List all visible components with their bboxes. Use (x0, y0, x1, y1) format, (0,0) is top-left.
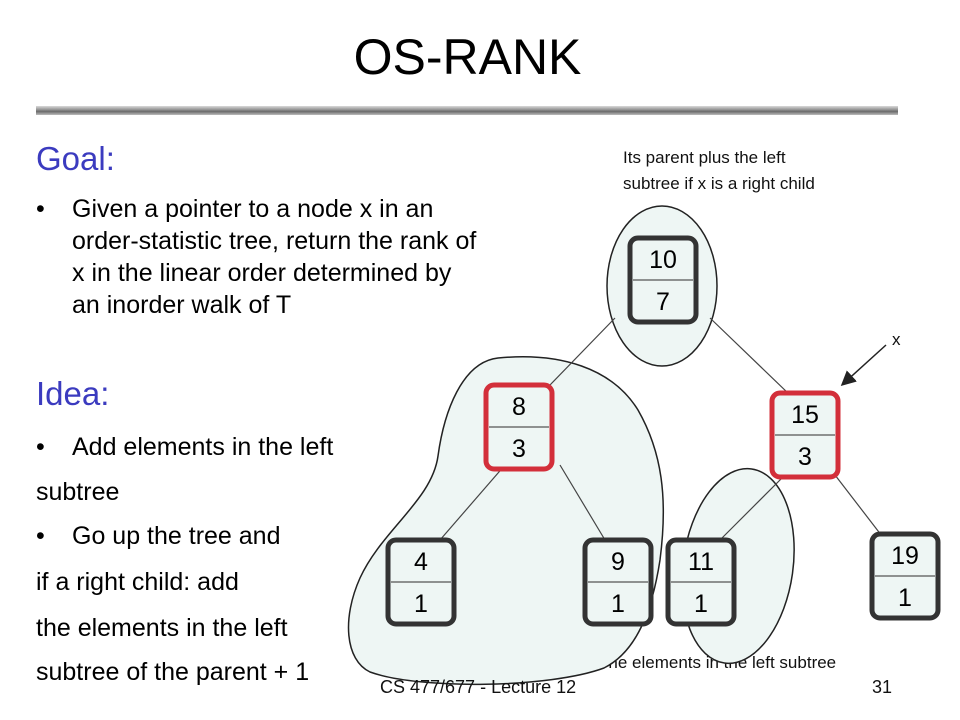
node-size: 1 (414, 590, 428, 618)
tree-node-4: 41 (385, 537, 457, 627)
tree-node-8: 83 (483, 382, 555, 472)
edge-15-11 (719, 474, 786, 541)
goal-heading: Goal: (36, 140, 115, 177)
node-key: 15 (791, 401, 819, 429)
node-key: 19 (891, 542, 919, 570)
idea-bullet-1-text: Add elements in the left (72, 433, 334, 461)
idea-line-elements: the elements in the left (36, 614, 288, 642)
edge-10-15 (709, 317, 791, 396)
idea-bullet-2-text: Go up the tree and (72, 522, 281, 550)
node-key: 8 (512, 393, 526, 421)
idea-heading: Idea: (36, 375, 110, 412)
goal-line-1: Given a pointer to a node x in an (72, 195, 434, 223)
tree-node-15: 15 3 (769, 390, 841, 480)
tree-node-19: 19 1 (869, 531, 941, 621)
idea-line-parent: subtree of the parent + 1 (36, 658, 310, 686)
edge-8-4 (439, 464, 506, 541)
node-size: 7 (656, 288, 670, 316)
idea-line-right-child: if a right child: add (36, 568, 239, 596)
node-size: 3 (798, 443, 812, 471)
goal-line-2: order-statistic tree, return the rank of (72, 227, 477, 255)
tree-node-11: 111 (665, 537, 737, 627)
slide-title: OS-RANK (353, 29, 582, 85)
node-key: 11 (688, 548, 714, 576)
arrow-to-x (840, 344, 887, 387)
goal-line-3: x in the linear order determined by (72, 259, 452, 287)
bullet-dot: • (36, 522, 45, 550)
edge-8-9 (559, 464, 606, 541)
annotation-top-1: Its parent plus the left (623, 148, 786, 167)
annotation-x: x (892, 330, 901, 349)
node-key: 4 (414, 548, 428, 576)
title-divider (36, 106, 898, 115)
annotation-top-2: subtree if x is a right child (623, 174, 815, 193)
node-key: 10 (649, 246, 677, 274)
tree-node-10: 10 7 (627, 235, 699, 325)
goal-line-4: an inorder walk of T (72, 291, 292, 319)
bullet-dot: • (36, 433, 45, 461)
annotation-bottom: The elements in the left subtree (598, 653, 837, 672)
footer-course: CS 477/677 - Lecture 12 (380, 677, 577, 697)
node-key: 9 (611, 548, 625, 576)
node-size: 1 (611, 590, 625, 618)
idea-line-subtree: subtree (36, 478, 120, 506)
edge-15-19 (834, 474, 886, 541)
node-size: 3 (512, 435, 526, 463)
node-size: 1 (898, 584, 912, 612)
bullet-dot: • (36, 195, 45, 223)
tree-node-9: 91 (582, 537, 654, 627)
node-size: 1 (694, 590, 708, 618)
goal-bullet-text: Given a pointer to a node x in an order-… (72, 193, 572, 321)
edge-10-8 (549, 317, 616, 386)
footer-page-number: 31 (872, 677, 893, 697)
